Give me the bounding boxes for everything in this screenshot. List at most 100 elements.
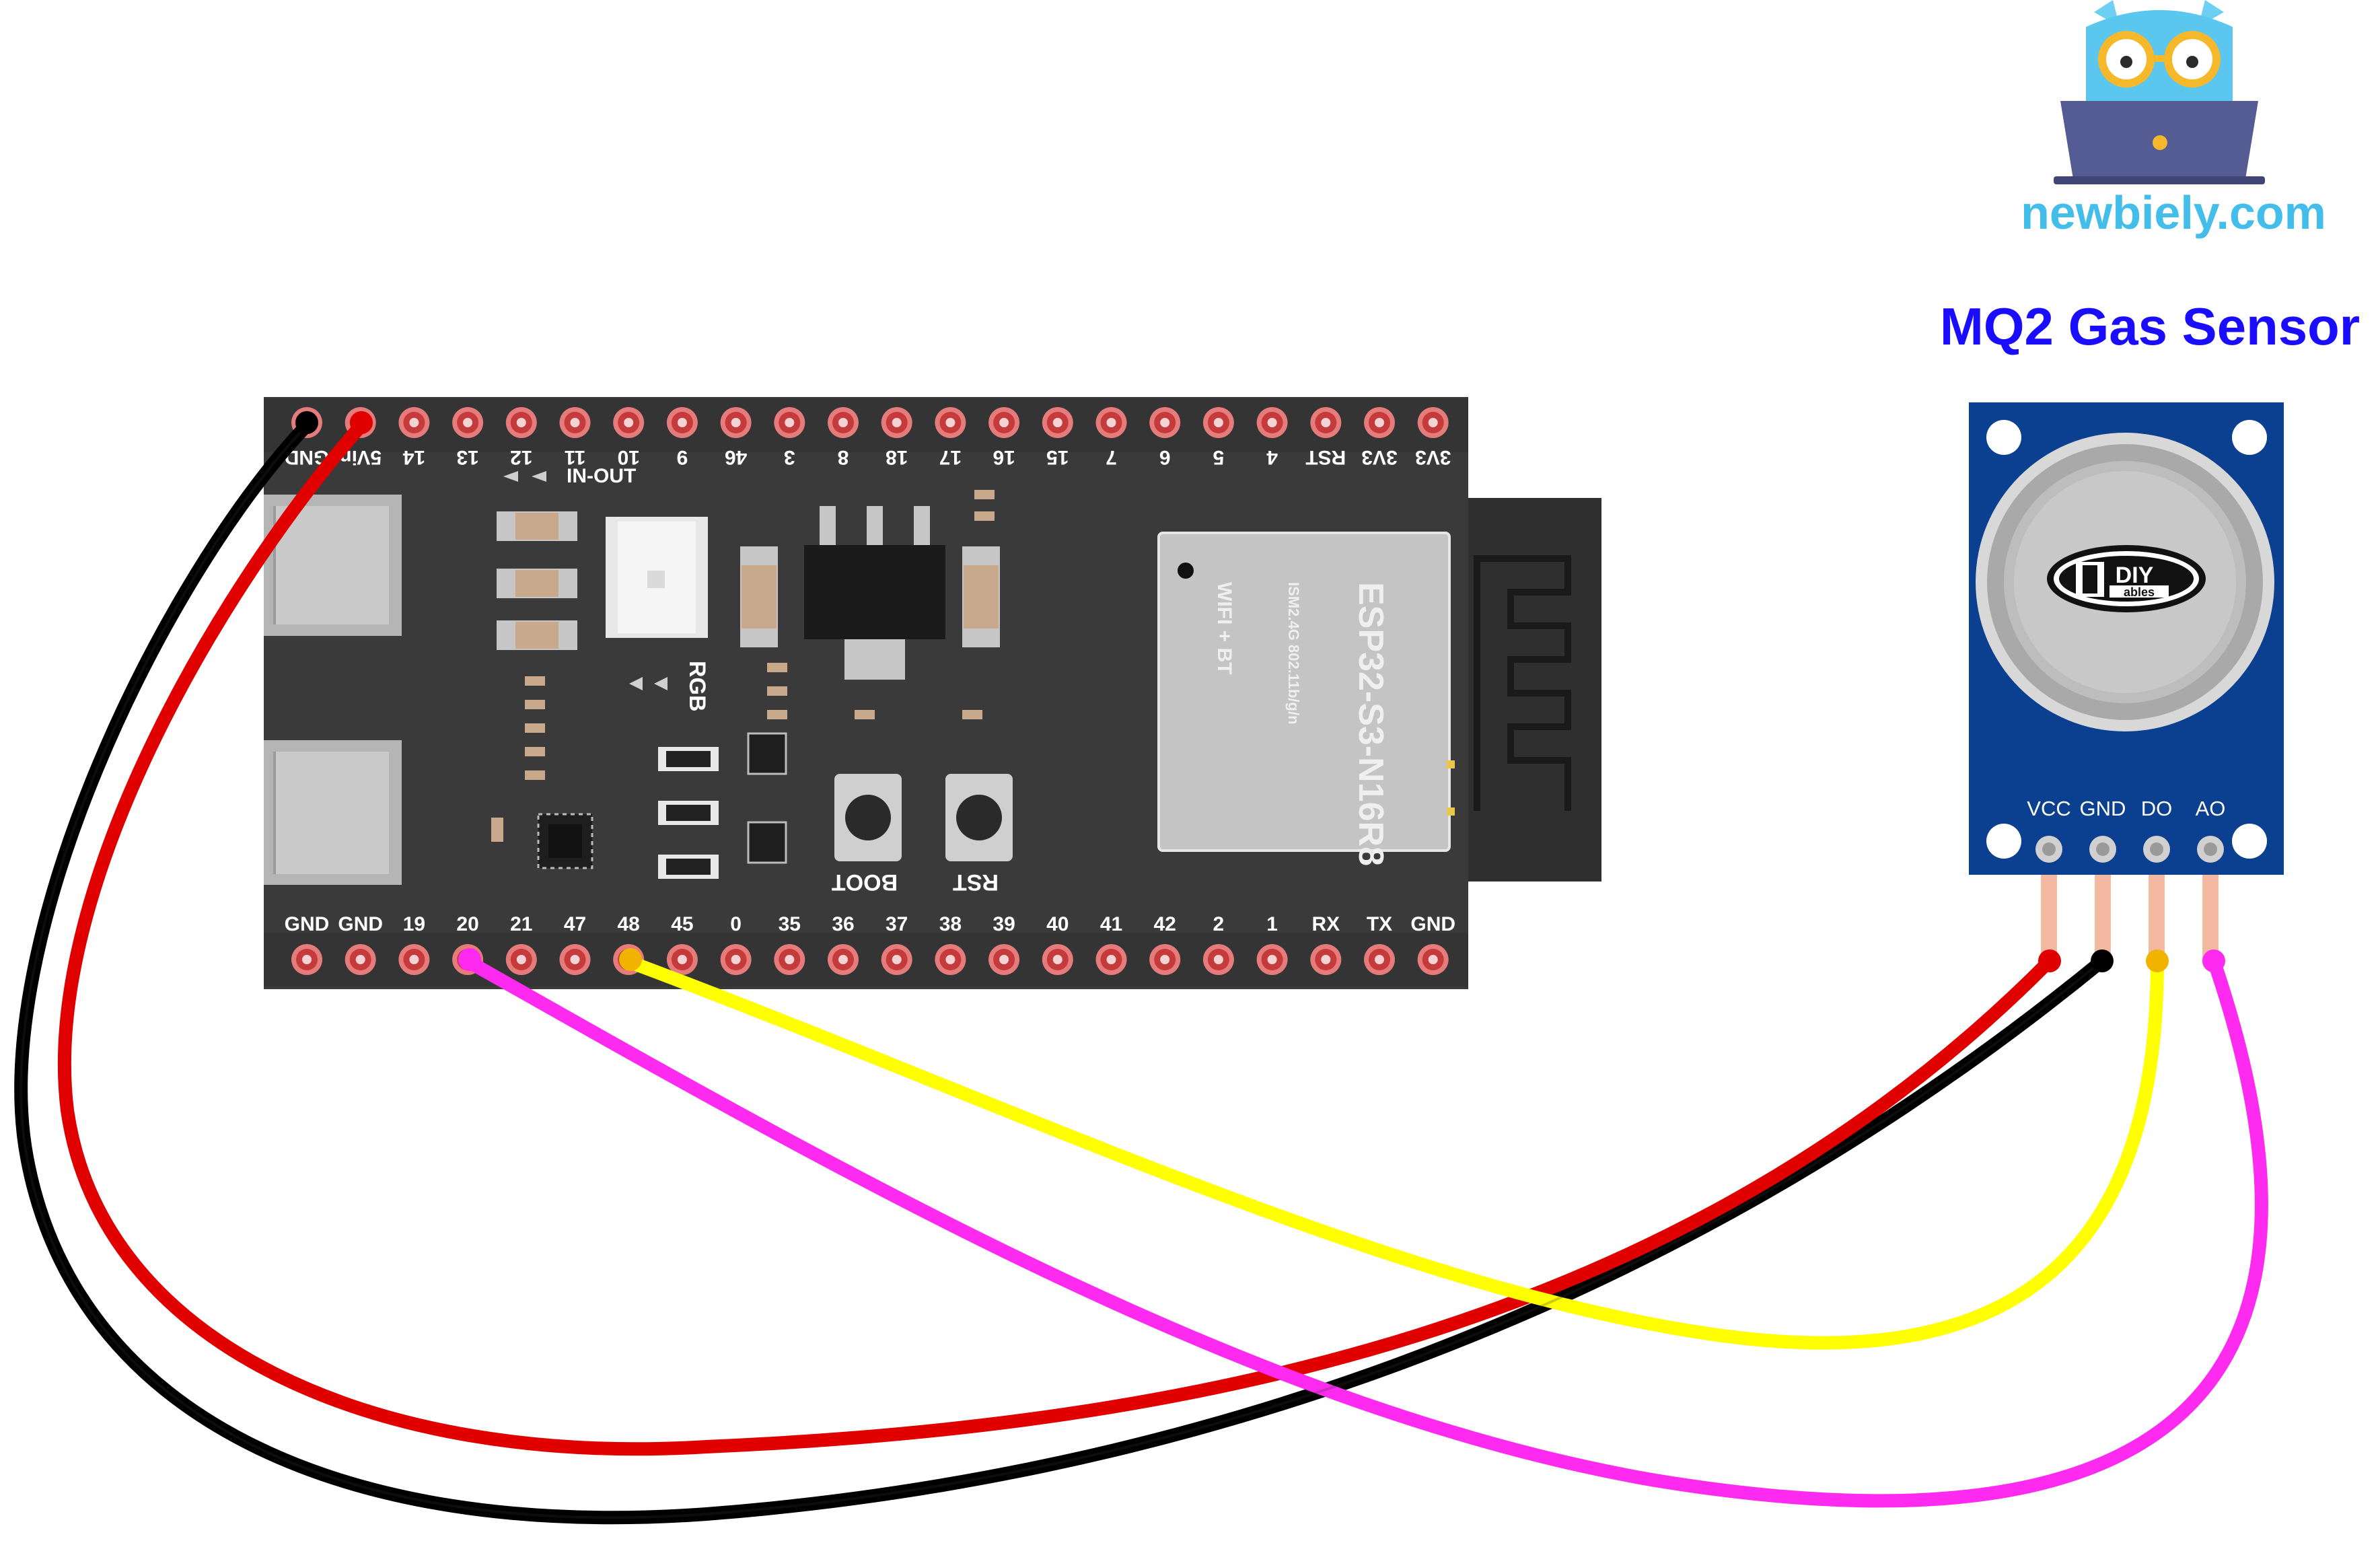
bottom-pin-35-9: 35 <box>774 913 805 975</box>
top-pin-label: RST <box>1305 446 1346 468</box>
bottom-pin-label: TX <box>1367 913 1392 935</box>
top-pin-18-11: 18 <box>881 407 912 468</box>
wire-black-gnd <box>14 419 2109 1525</box>
transistor-1 <box>747 732 787 775</box>
bottom-pin-45-7: 45 <box>666 913 698 975</box>
top-pin-label: 16 <box>993 446 1015 468</box>
wire-magenta-ao <box>463 954 2268 1508</box>
bottom-pin-42-16: 42 <box>1149 913 1181 975</box>
top-pin-label: 10 <box>618 446 640 468</box>
top-pin-8-10: 8 <box>828 407 859 468</box>
sensor-pin-gnd: GND <box>2080 797 2126 820</box>
esp32-s3-board: IN-OUT RGB BOOT RST ESP32-S3-N16R8 ISM2.… <box>264 397 1601 989</box>
rgb-label: RGB <box>684 661 710 712</box>
top-pin-label: 18 <box>886 446 908 468</box>
newbiely-logo: newbiely.com <box>2021 0 2326 239</box>
top-pin-17-12: 17 <box>935 407 966 468</box>
bottom-pin-19-2: 19 <box>398 913 430 975</box>
bottom-pin-label: 48 <box>618 913 640 935</box>
top-pin-5-17: 5 <box>1202 407 1234 468</box>
bottom-pin-label: 38 <box>939 913 962 935</box>
bottom-pin-gnd-21: GND <box>1410 913 1455 975</box>
usb-bridge-ic <box>537 813 593 869</box>
top-pin-rst-19: RST <box>1305 407 1346 468</box>
top-pin-11-5: 11 <box>559 407 591 468</box>
bottom-pin-1-18: 1 <box>1256 913 1288 975</box>
top-pin-46-8: 46 <box>720 407 752 468</box>
top-pin-3-9: 3 <box>774 407 805 468</box>
top-pin-7-15: 7 <box>1095 407 1127 468</box>
top-pin-label: 11 <box>565 446 586 468</box>
bottom-pin-label: 42 <box>1154 913 1176 935</box>
usb-connector-top <box>264 495 402 636</box>
bottom-pin-label: GND <box>338 913 383 935</box>
logo-bottom: ables <box>2124 585 2155 599</box>
voltage-regulator <box>804 506 945 680</box>
sensor-pin-vcc: VCC <box>2027 797 2070 820</box>
bottom-pin-gnd-1: GND <box>338 913 383 975</box>
top-pin-label: 13 <box>456 446 478 468</box>
top-pin-3v3-20: 3V3 <box>1361 407 1398 468</box>
transistor-2 <box>747 821 787 864</box>
bottom-pin-label: 1 <box>1266 913 1278 935</box>
sensor-title: MQ2 Gas Sensor <box>1940 297 2360 356</box>
bottom-pin-41-15: 41 <box>1095 913 1127 975</box>
top-pin-label: 4 <box>1266 446 1278 468</box>
owl-laptop-icon <box>2054 0 2265 184</box>
top-pin-label: 17 <box>939 446 962 468</box>
top-pin-3v3-21: 3V3 <box>1415 407 1451 468</box>
in-out-label: IN-OUT <box>567 465 636 487</box>
bottom-pin-label: 41 <box>1100 913 1122 935</box>
mq2-sensor: DIY ables VCC GND DO AO <box>1969 402 2284 961</box>
bottom-pin-label: 37 <box>886 913 908 935</box>
bottom-pin-0-8: 0 <box>720 913 752 975</box>
top-pin-label: 3V3 <box>1361 446 1397 468</box>
top-pin-label: 5 <box>1213 446 1225 468</box>
usb-connector-bottom <box>264 740 402 885</box>
bottom-pin-label: GND <box>1410 913 1455 935</box>
boot-button <box>834 774 902 861</box>
bottom-pin-tx-20: TX <box>1364 913 1395 975</box>
bottom-pin-47-5: 47 <box>559 913 591 975</box>
bottom-pin-gnd-0: GND <box>285 913 329 975</box>
brand-site: newbiely.com <box>2021 186 2326 239</box>
top-pin-16-13: 16 <box>988 407 1020 468</box>
sensor-pin-ao: AO <box>2196 797 2226 820</box>
bottom-pin-label: 39 <box>993 913 1015 935</box>
bottom-pin-label: 35 <box>779 913 801 935</box>
top-pin-label: 14 <box>402 446 425 468</box>
bottom-pin-rx-19: RX <box>1310 913 1342 975</box>
esp32-module: ESP32-S3-N16R8 ISM2.4G 802.11b/g/n WIFI … <box>1157 532 1455 866</box>
bottom-pin-label: 40 <box>1046 913 1069 935</box>
top-pin-label: 3V3 <box>1415 446 1451 468</box>
bottom-pin-label: 20 <box>456 913 478 935</box>
top-pin-4-18: 4 <box>1256 407 1288 468</box>
logo-top: DIY <box>2116 563 2154 588</box>
bottom-pin-label: 45 <box>671 913 693 935</box>
bottom-pin-label: 47 <box>564 913 586 935</box>
top-pin-label: 9 <box>677 446 688 468</box>
module-spec: ISM2.4G 802.11b/g/n <box>1285 582 1302 725</box>
bottom-pin-39-13: 39 <box>988 913 1020 975</box>
top-pin-label: 6 <box>1159 446 1171 468</box>
antenna-trace <box>1474 555 1571 811</box>
top-pin-label: 12 <box>510 446 532 468</box>
diyables-logo: DIY ables <box>2047 545 2206 612</box>
module-name: ESP32-S3-N16R8 <box>1351 582 1390 866</box>
bottom-pin-40-14: 40 <box>1042 913 1073 975</box>
top-pin-label: 3 <box>784 446 795 468</box>
top-pin-label: 46 <box>725 446 747 468</box>
rgb-led <box>606 517 708 638</box>
top-pin-label: 7 <box>1106 446 1117 468</box>
module-wifi: WIFI + BT <box>1213 582 1235 675</box>
passive-components <box>491 490 1000 879</box>
top-pin-12-4: 12 <box>505 407 537 468</box>
top-pin-9-7: 9 <box>666 407 698 468</box>
top-pin-10-6: 10 <box>613 407 645 468</box>
bottom-pin-label: 0 <box>730 913 742 935</box>
top-pin-label: 8 <box>838 446 849 468</box>
bottom-pin-label: RX <box>1311 913 1340 935</box>
rst-label: RST <box>953 869 999 895</box>
